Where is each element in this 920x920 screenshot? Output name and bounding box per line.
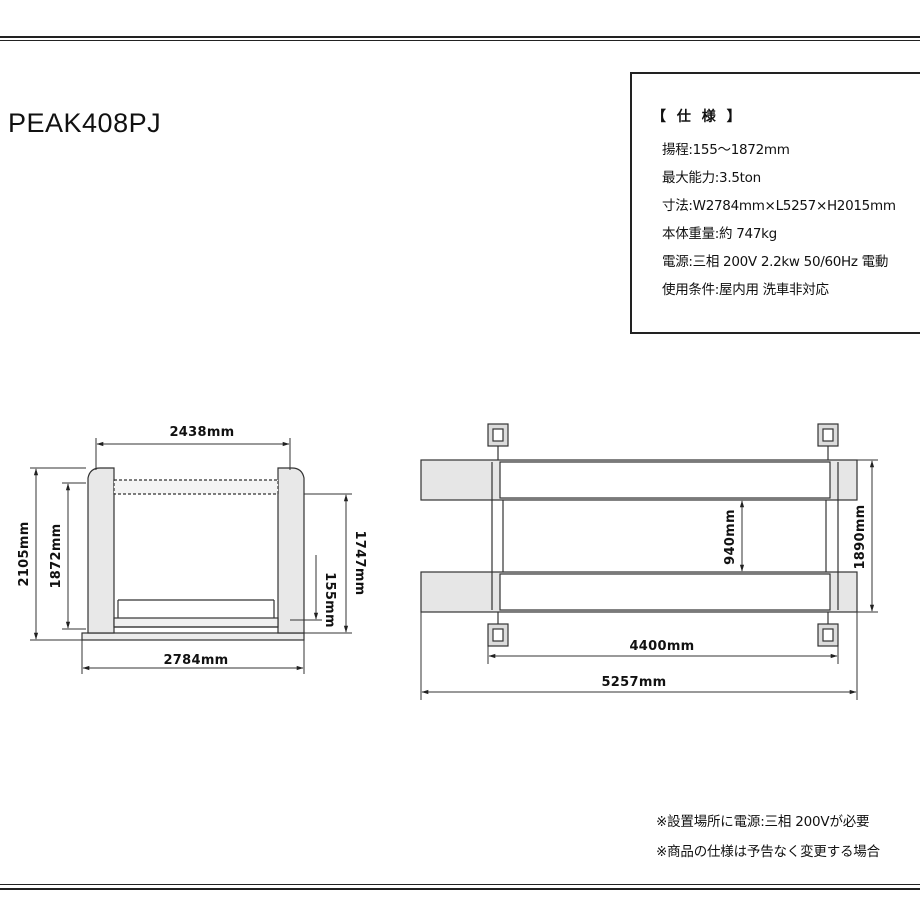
spec-weight: 本体重量:約 747kg — [662, 226, 777, 242]
spec-conditions: 使用条件:屋内用 洗車非対応 — [662, 282, 829, 298]
dim-1872: 1872mm — [49, 523, 64, 588]
post-bottom-right — [817, 612, 839, 647]
top-border-line-1 — [0, 36, 920, 38]
bottom-border-line-2 — [0, 888, 920, 890]
dim-940: 940mm — [723, 509, 738, 565]
dim-155: 155mm — [322, 572, 337, 628]
front-top-beam — [113, 479, 279, 495]
post-bottom-left — [487, 612, 509, 647]
bottom-border-line-1 — [0, 884, 920, 885]
dim-4400: 4400mm — [629, 639, 694, 654]
front-lower-runway — [113, 617, 279, 628]
front-base-plate — [81, 632, 305, 641]
front-right-post — [277, 467, 305, 634]
dim-5257: 5257mm — [601, 675, 666, 690]
post-top-right — [817, 423, 839, 460]
spec-dimensions: 寸法:W2784mm×L5257×H2015mm — [662, 198, 896, 214]
spec-capacity: 最大能力:3.5ton — [662, 170, 761, 186]
front-left-post — [87, 467, 115, 634]
front-dimension-lines — [30, 438, 352, 674]
side-dimension-labels: 940mm 1890mm 4400mm 5257mm — [601, 504, 868, 690]
spec-box: 【 仕 様 】 揚程:155〜1872mm 最大能力:3.5ton 寸法:W27… — [630, 72, 920, 334]
side-view — [420, 423, 858, 647]
note-spec-change: ※商品の仕様は予告なく変更する場合 — [656, 844, 880, 860]
front-view — [81, 467, 305, 641]
note-power-requirement: ※設置場所に電源:三相 200Vが必要 — [656, 814, 870, 830]
dim-2105: 2105mm — [17, 521, 32, 586]
spec-power: 電源:三相 200V 2.2kw 50/60Hz 電動 — [662, 254, 889, 270]
post-top-left — [487, 423, 509, 460]
dim-2438: 2438mm — [169, 425, 234, 440]
dim-1890: 1890mm — [853, 504, 868, 569]
spec-heading: 【 仕 様 】 — [652, 109, 744, 125]
dim-1747: 1747mm — [352, 530, 367, 595]
front-dimension-labels: 2438mm 2784mm 2105mm 1872mm 1747mm 155mm — [17, 425, 367, 668]
top-border-line-2 — [0, 40, 920, 41]
spec-lift-range: 揚程:155〜1872mm — [662, 142, 790, 158]
dim-2784: 2784mm — [163, 653, 228, 668]
side-dimension-lines — [420, 459, 878, 700]
model-title: PEAK408PJ — [8, 108, 162, 138]
